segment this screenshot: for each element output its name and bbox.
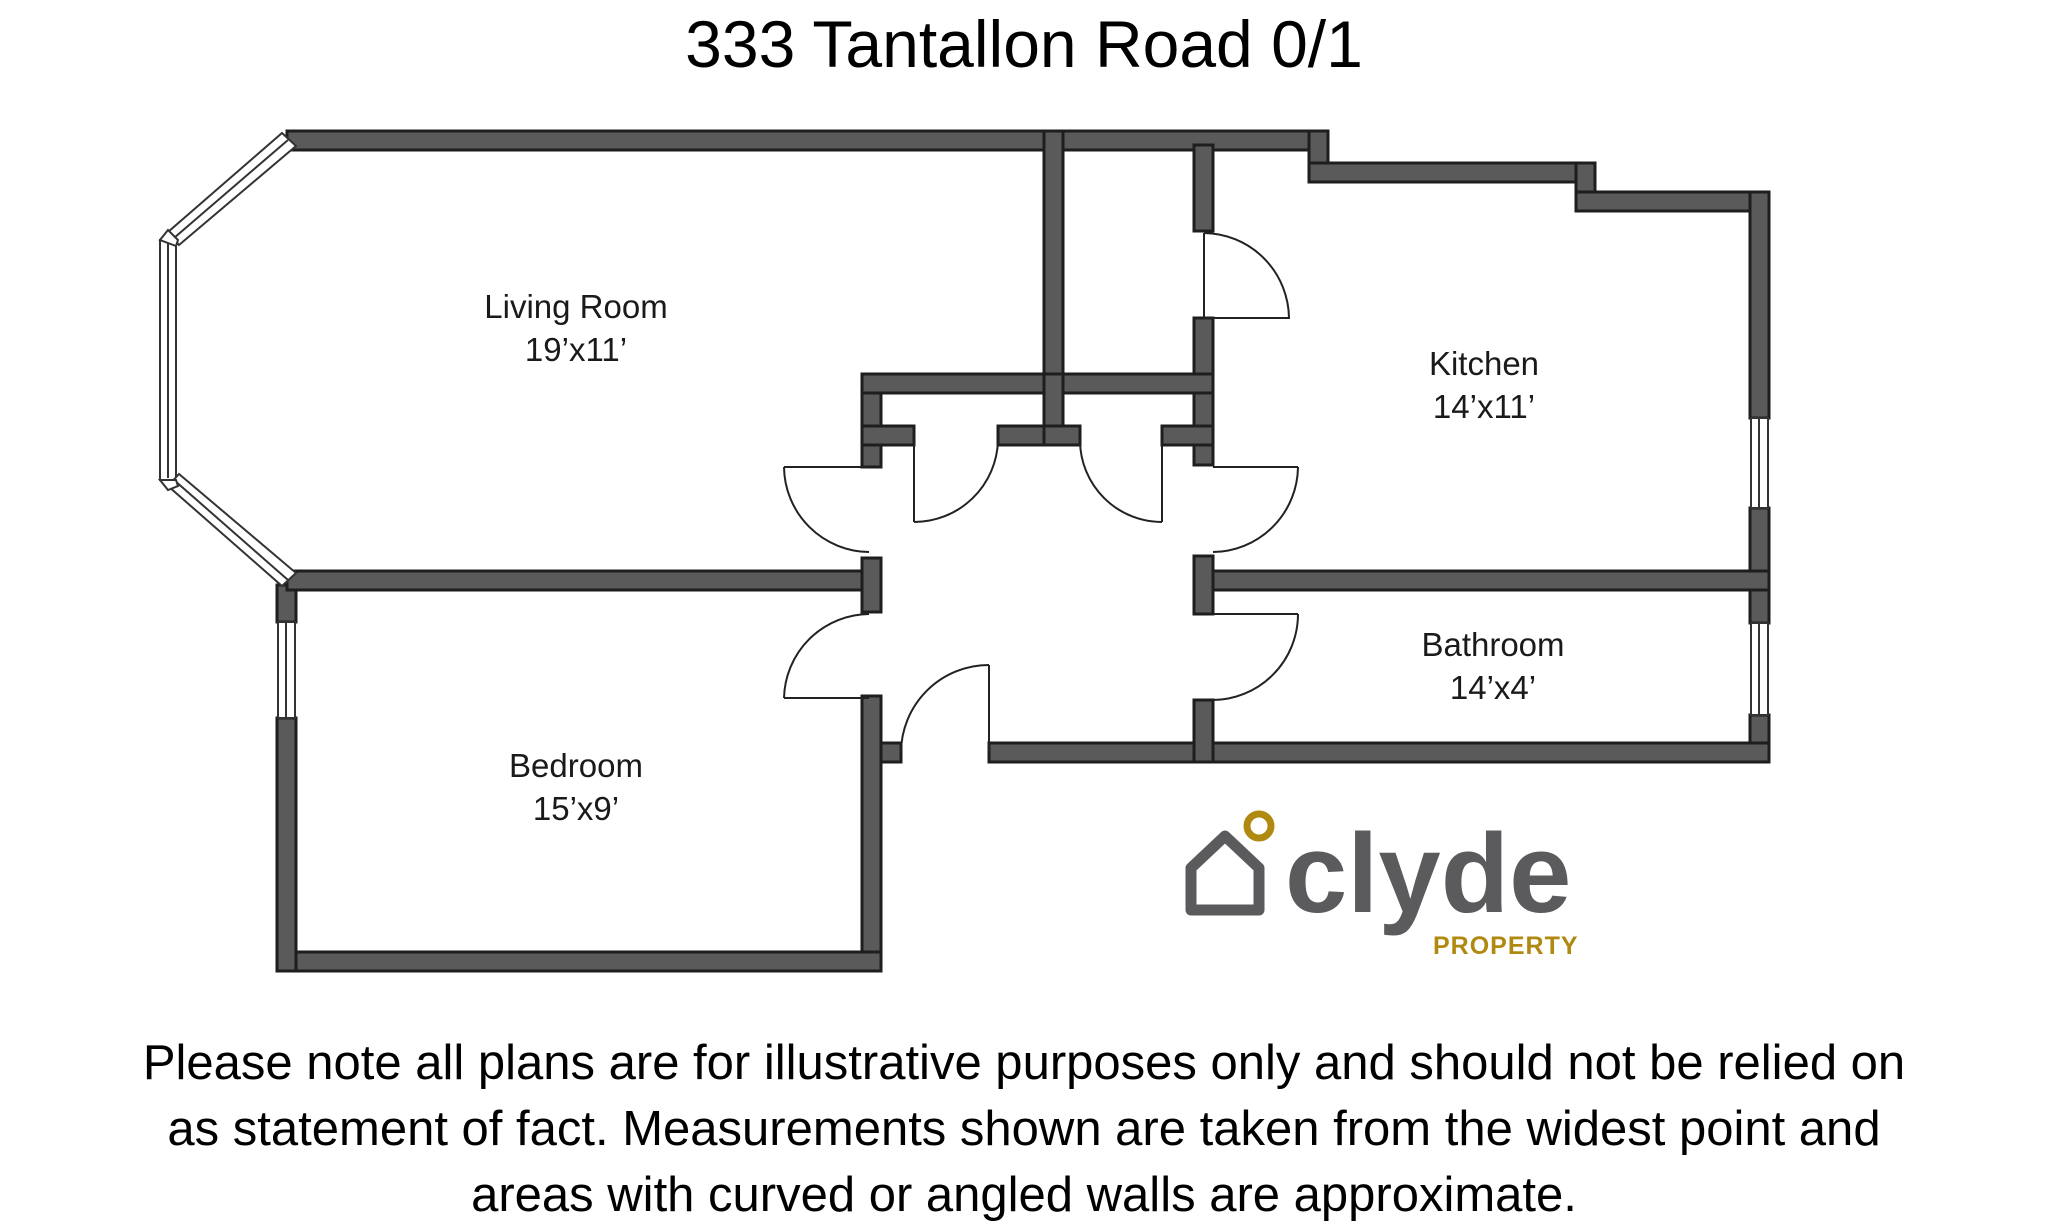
wall xyxy=(1192,698,1215,764)
wall xyxy=(1192,143,1215,233)
wall xyxy=(1042,129,1065,379)
door-swing xyxy=(1212,613,1299,701)
wall xyxy=(1748,190,1771,420)
room-name-bathroom: Bathroom xyxy=(1421,626,1564,663)
bay-window xyxy=(157,131,298,588)
wall xyxy=(860,694,883,973)
wall xyxy=(987,741,1771,764)
wall xyxy=(1160,424,1215,447)
disclaimer: Please note all plans are for illustrati… xyxy=(0,1030,2048,1228)
door-swing xyxy=(1203,232,1291,319)
wall xyxy=(275,716,298,973)
brand-tagline: PROPERTY xyxy=(1433,932,1579,960)
wall xyxy=(1748,506,1771,625)
wall xyxy=(1307,161,1597,184)
wall xyxy=(1042,424,1082,447)
room-name-bedroom: Bedroom xyxy=(509,747,643,784)
walls xyxy=(275,129,1771,973)
room-labels: Living Room 19’x11’ Kitchen 14’x11’ Bath… xyxy=(484,288,1564,827)
brand-logo: clyde PROPERTY xyxy=(1185,810,1579,960)
house-icon xyxy=(1185,830,1265,916)
room-size-living: 19’x11’ xyxy=(525,331,627,368)
door-swing xyxy=(913,440,999,523)
wall xyxy=(860,372,1215,395)
room-size-bedroom: 15’x9’ xyxy=(533,790,619,827)
wall xyxy=(285,569,871,592)
door-swing xyxy=(900,664,990,753)
door-swing xyxy=(1079,440,1163,523)
wall xyxy=(860,424,916,447)
disclaimer-line: areas with curved or angled walls are ap… xyxy=(471,1168,1577,1222)
doors xyxy=(783,232,1299,753)
brand-name: clyde xyxy=(1285,811,1571,936)
wall xyxy=(1574,190,1771,213)
wall xyxy=(1192,554,1215,616)
wall xyxy=(1192,569,1771,592)
room-name-living: Living Room xyxy=(484,288,667,325)
disclaimer-line: as statement of fact. Measurements shown… xyxy=(167,1102,1881,1156)
door-swing xyxy=(1212,466,1299,553)
wall xyxy=(860,556,883,614)
wall xyxy=(275,950,883,973)
room-size-kitchen: 14’x11’ xyxy=(1433,388,1535,425)
ring-icon xyxy=(1243,810,1275,842)
plan-title: 333 Tantallon Road 0/1 xyxy=(685,7,1363,81)
windows xyxy=(277,417,1769,719)
room-size-bathroom: 14’x4’ xyxy=(1450,669,1536,706)
door-swing xyxy=(783,613,870,699)
room-name-kitchen: Kitchen xyxy=(1429,345,1539,382)
door-swing xyxy=(783,466,870,553)
wall xyxy=(285,129,1330,152)
disclaimer-line: Please note all plans are for illustrati… xyxy=(142,1036,1906,1090)
